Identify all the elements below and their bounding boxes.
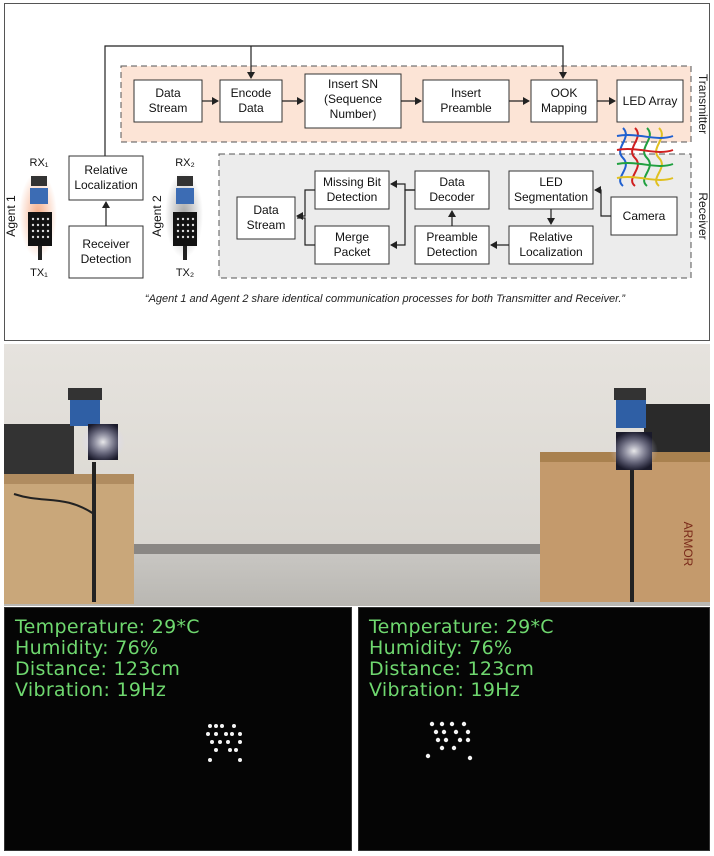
humidity-readout: Humidity: 76% xyxy=(15,637,159,659)
ook-mapping-block xyxy=(530,79,598,123)
receiver-detection-line2: Detection xyxy=(81,252,132,266)
ook-mapping-line1: OOK xyxy=(551,86,578,100)
rx-data-stream-line1: Data xyxy=(253,203,279,217)
insert-preamble-line1: Insert xyxy=(451,86,482,100)
led-array-label: LED Array xyxy=(623,94,678,108)
diagram-caption: “Agent 1 and Agent 2 share identical com… xyxy=(145,293,627,305)
left-robot-pole xyxy=(92,462,96,602)
distance-readout: Distance: 123cm xyxy=(369,658,535,680)
right-robot-lidar xyxy=(616,400,646,428)
diagram-svg: Transmitter Receiver Data Stream Encode … xyxy=(4,45,710,305)
led-array-block xyxy=(616,79,684,123)
encode-data-block xyxy=(219,79,283,123)
lab-photo: ARMOR xyxy=(4,344,710,606)
vibration-readout: Vibration: 19Hz xyxy=(369,679,521,701)
encode-data-line1: Encode xyxy=(231,86,272,100)
led-pattern-left xyxy=(206,724,242,762)
data-decoder-line2: Decoder xyxy=(429,190,474,204)
relative-localization-block xyxy=(68,155,144,201)
led-pattern-right xyxy=(425,721,473,761)
distance-readout: Distance: 123cm xyxy=(15,658,181,680)
left-robot-lidar xyxy=(70,400,100,426)
preamble-detection-line1: Preamble xyxy=(426,230,478,244)
rx-relative-localization-line1: Relative xyxy=(529,230,573,244)
merge-packet-line2: Packet xyxy=(334,245,371,259)
transmitter-label: Transmitter xyxy=(696,74,709,134)
rx-data-stream-line2: Stream xyxy=(247,218,286,232)
rx-data-stream-block xyxy=(236,196,296,240)
camera-view-agent1: Temperature: 29*C Humidity: 76% Distance… xyxy=(4,607,352,851)
tx-data-stream-line1: Data xyxy=(155,86,181,100)
right-robot-pole xyxy=(630,469,634,602)
tx-data-stream-block xyxy=(133,79,203,123)
missing-bit-line1: Missing Bit xyxy=(323,175,382,189)
insert-preamble-block xyxy=(422,79,510,123)
insert-sn-line1: Insert SN xyxy=(328,77,378,91)
insert-sn-line3: Number) xyxy=(330,107,377,121)
box-brand-text: ARMOR xyxy=(681,522,695,567)
rx-relative-localization-block xyxy=(508,225,594,265)
vibration-readout: Vibration: 19Hz xyxy=(15,679,167,701)
tx-data-stream-line2: Stream xyxy=(149,101,188,115)
agent2-rx-label: RX₂ xyxy=(175,157,195,169)
led-segmentation-line1: LED xyxy=(539,175,563,189)
camera-block xyxy=(610,196,678,236)
camera-label: Camera xyxy=(623,209,666,223)
temperature-readout: Temperature: 29*C xyxy=(369,616,554,638)
preamble-detection-line2: Detection xyxy=(427,245,478,259)
relative-localization-line2: Localization xyxy=(74,178,137,192)
merge-packet-line1: Merge xyxy=(335,230,369,244)
insert-sn-block xyxy=(304,73,402,129)
ook-mapping-line2: Mapping xyxy=(541,101,587,115)
agent2-label: Agent 2 xyxy=(150,195,164,237)
system-diagram: Transmitter Receiver Data Stream Encode … xyxy=(4,3,710,341)
relative-localization-line1: Relative xyxy=(84,163,128,177)
led-segmentation-line2: Segmentation xyxy=(514,190,588,204)
camera-view-agent2: Temperature: 29*C Humidity: 76% Distance… xyxy=(358,607,710,851)
receiver-detection-block xyxy=(68,225,144,279)
right-cardboard-box xyxy=(540,452,710,602)
humidity-readout: Humidity: 76% xyxy=(369,637,513,659)
agent1-tx-label: TX₁ xyxy=(30,267,48,279)
receiver-detection-line1: Receiver xyxy=(82,237,129,251)
receiver-label: Receiver xyxy=(696,192,709,239)
agent2-robot-icon xyxy=(165,172,203,260)
transmitter-region xyxy=(120,65,692,143)
data-decoder-line1: Data xyxy=(439,175,465,189)
light-waves-icon xyxy=(616,127,674,187)
preamble-detection-block xyxy=(414,225,490,265)
lab-photo-svg: ARMOR xyxy=(4,344,710,606)
left-cardboard-box xyxy=(4,474,134,604)
encode-data-line2: Data xyxy=(238,101,264,115)
missing-bit-detection-block xyxy=(314,170,390,210)
agent1-label: Agent 1 xyxy=(5,195,18,237)
temperature-readout: Temperature: 29*C xyxy=(15,616,200,638)
missing-bit-line2: Detection xyxy=(327,190,378,204)
insert-sn-line2: (Sequence xyxy=(324,92,382,106)
data-decoder-block xyxy=(414,170,490,210)
agent2-tx-label: TX₂ xyxy=(176,267,194,279)
insert-preamble-line2: Preamble xyxy=(440,101,492,115)
agent1-robot-icon xyxy=(19,172,57,260)
agent1-rx-label: RX₁ xyxy=(30,157,49,169)
rx-relative-localization-line2: Localization xyxy=(519,245,582,259)
